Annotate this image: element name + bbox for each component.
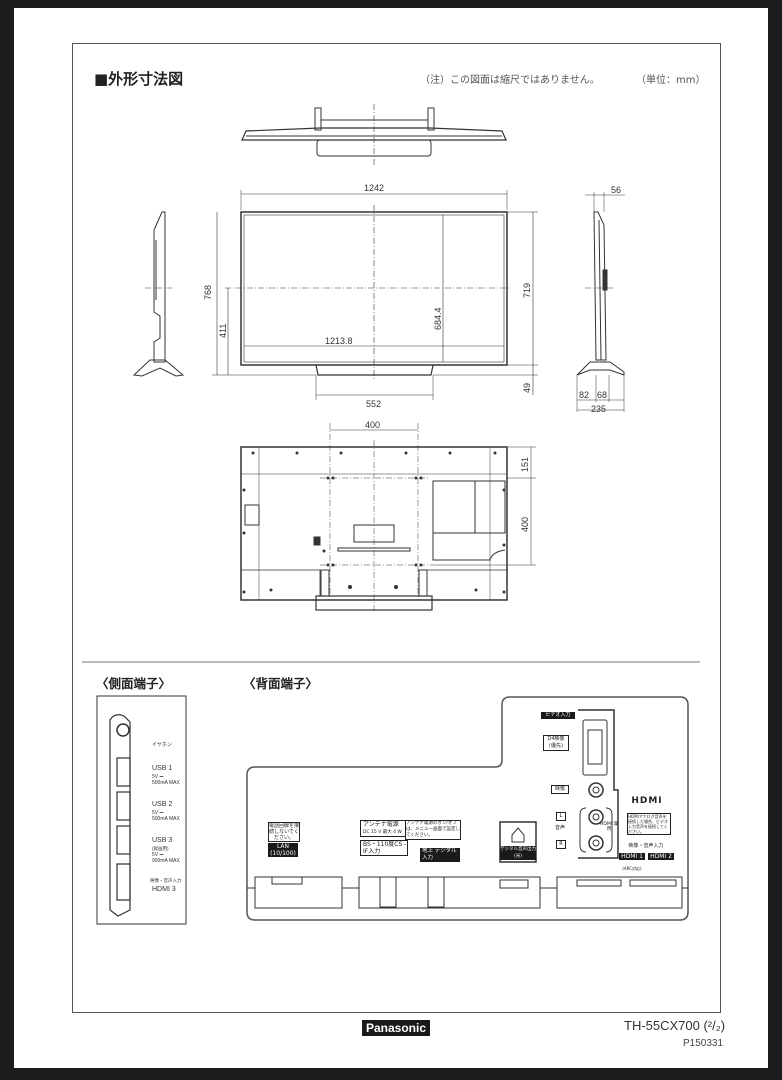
rear-view [240,423,536,612]
rear-terminals-heading: 〈背面端子〉 [243,676,319,691]
hdmi-logo: HDMI [631,796,663,806]
svg-text:82: 82 [579,390,589,400]
drawing-frame [72,43,721,1013]
bs-cs-input-label: BS・110度CS -IF入力 [360,840,408,856]
audio-label: 音声 [554,825,565,831]
left-side-view [132,211,185,377]
svg-text:684.4: 684.4 [433,307,443,330]
document-code: P150331 [683,1038,724,1049]
audio-r-label: R [556,840,566,849]
d4-video-label: D4映像 (優先) [543,735,569,751]
svg-text:68: 68 [597,390,607,400]
svg-text:719: 719 [522,283,532,298]
headphone-label: イヤホン [152,742,172,748]
av-input-label: 映像・音声入力 [628,843,664,849]
page-title: ■外形寸法図 [94,70,184,88]
usb3-spec: 5V ⎓ 900mA MAX [152,852,180,864]
svg-text:400: 400 [520,517,530,532]
hdmi-note: HDMIアナログ音声を接続した場合、ビデオ入力音声を接続してください。 [627,813,671,835]
hdmi-shared-label: HDMI 兼用 [600,822,618,832]
svg-text:552: 552 [366,399,381,409]
hdmi3-label: HDMI 3 [152,886,176,893]
hdmi3-sub: 映像・音声入力 [150,878,182,883]
top-view [241,104,507,166]
usb2-label: USB 2 [152,801,173,808]
svg-text:235: 235 [591,404,606,414]
usb1-spec: 5V ⎓ 500mA MAX [152,774,180,786]
front-view [212,190,538,400]
svg-text:151: 151 [520,457,530,472]
antenna-power-note: アンテナ電源のオン/オフは、メニュー画面で設定してください。 [405,820,461,840]
svg-text:768: 768 [203,285,213,300]
model-number: TH-55CX700 (²/₂) [624,1018,726,1033]
side-terminals-heading: 〈側面端子〉 [96,676,172,691]
antenna-power-label: アンテナ電源 DC 15 V 最大 4 W [360,820,408,837]
lan-note: 電話回線を接続しないでください。 [268,822,300,842]
hdmi1-arc-label: (ARC対応) [622,866,642,871]
terrestrial-input-label: 地上 デジタル入力 [420,848,460,862]
digital-audio-output-label: デジタル音声出力 (光) [500,846,536,860]
document-page [14,8,768,1068]
video-jack-label: 映像 [551,785,569,794]
svg-text:400: 400 [365,420,380,430]
right-side-view [576,192,625,412]
hdmi2-label: HDMI 2 [648,853,674,860]
svg-text:1242: 1242 [364,183,384,193]
antenna-power-title: アンテナ電源 [363,821,399,828]
audio-l-label: L [556,812,566,821]
usb1-label: USB 1 [152,765,173,772]
video-input-label: ビデオ入力 [541,712,575,719]
brand-logo: Panasonic [362,1020,431,1036]
usb3-sub: (録画用) [152,846,169,851]
hdmi1-label: HDMI 1 [619,853,645,860]
svg-text:1213.8: 1213.8 [325,336,353,346]
antenna-power-spec: DC 15 V 最大 4 W [363,830,402,835]
usb2-spec: 5V ⎓ 500mA MAX [152,810,180,822]
svg-text:56: 56 [611,185,621,195]
usb3-label: USB 3 [152,837,173,844]
lan-port-label: LAN (10/100) [268,843,298,857]
svg-text:411: 411 [218,324,228,338]
unit-label: （単位：mm） [636,75,706,86]
svg-text:49: 49 [522,383,532,393]
scale-note: （注）この図面は縮尺ではありません。 [420,75,600,86]
